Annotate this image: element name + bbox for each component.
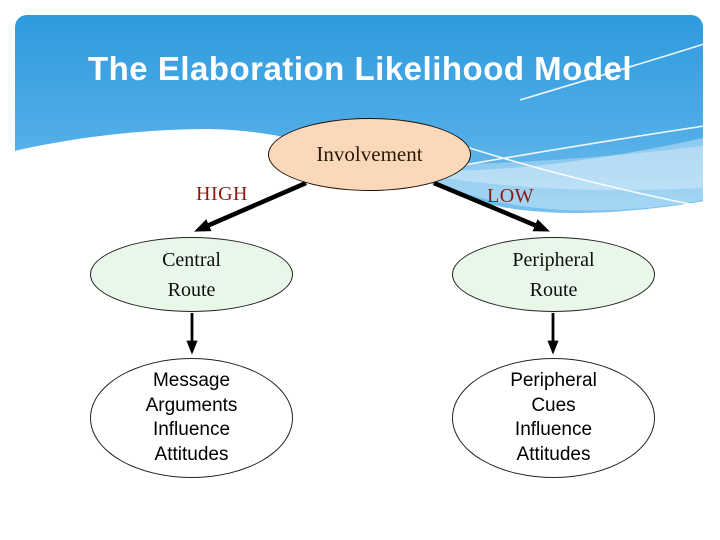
swoosh-line-2 (444, 139, 705, 208)
wave-overlay-1 (230, 130, 703, 211)
peripheral-route-label: Peripheral Route (512, 248, 595, 301)
high-label: HIGH (196, 183, 248, 205)
peripheral-outcome-node: Peripheral Cues Influence Attitudes (452, 358, 655, 478)
central-outcome-node: Message Arguments Influence Attitudes (90, 358, 293, 478)
arrow-low-branch (433, 180, 550, 232)
central-route-label: Central Route (162, 248, 221, 301)
wave-overlay-2 (360, 146, 703, 191)
involvement-label: Involvement (316, 142, 423, 166)
peripheral-route-node: Peripheral Route (452, 237, 655, 312)
involvement-node: Involvement (268, 118, 471, 191)
central-outcome-label: Message Arguments Influence Attitudes (145, 370, 238, 465)
central-route-node: Central Route (90, 237, 293, 312)
low-label: LOW (487, 185, 535, 207)
slide-title: The Elaboration Likelihood Model (87, 50, 633, 87)
peripheral-outcome-label: Peripheral Cues Influence Attitudes (510, 370, 597, 465)
swoosh-line-3 (519, 43, 705, 101)
arrow-high-branch (194, 180, 307, 232)
